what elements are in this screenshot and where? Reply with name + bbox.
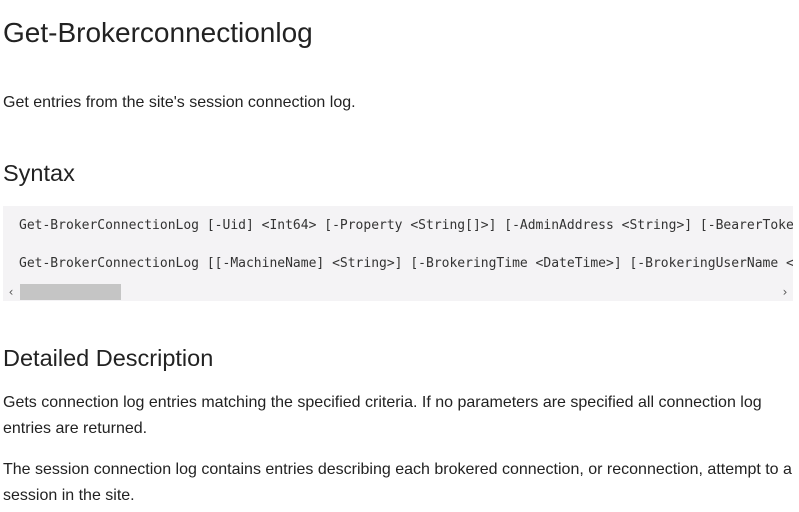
- detailed-description-heading: Detailed Description: [3, 345, 214, 371]
- chevron-right-icon[interactable]: ›: [782, 285, 788, 299]
- description-paragraph-2: The session connection log contains entr…: [3, 461, 792, 504]
- page-title: Get-Brokerconnectionlog: [3, 17, 313, 48]
- scrollbar-thumb[interactable]: [20, 284, 121, 300]
- description-paragraph-1: Gets connection log entries matching the…: [3, 394, 762, 437]
- page-summary: Get entries from the site's session conn…: [3, 94, 356, 111]
- horizontal-scrollbar[interactable]: ‹ ›: [3, 283, 793, 301]
- syntax-line-1: Get-BrokerConnectionLog [-Uid] <Int64> […: [19, 218, 793, 233]
- syntax-code-block[interactable]: Get-BrokerConnectionLog [-Uid] <Int64> […: [3, 206, 793, 301]
- chevron-left-icon[interactable]: ‹: [8, 285, 14, 299]
- scrollbar-track[interactable]: [19, 283, 777, 301]
- syntax-line-2: Get-BrokerConnectionLog [[-MachineName] …: [19, 256, 793, 271]
- syntax-heading: Syntax: [3, 160, 75, 186]
